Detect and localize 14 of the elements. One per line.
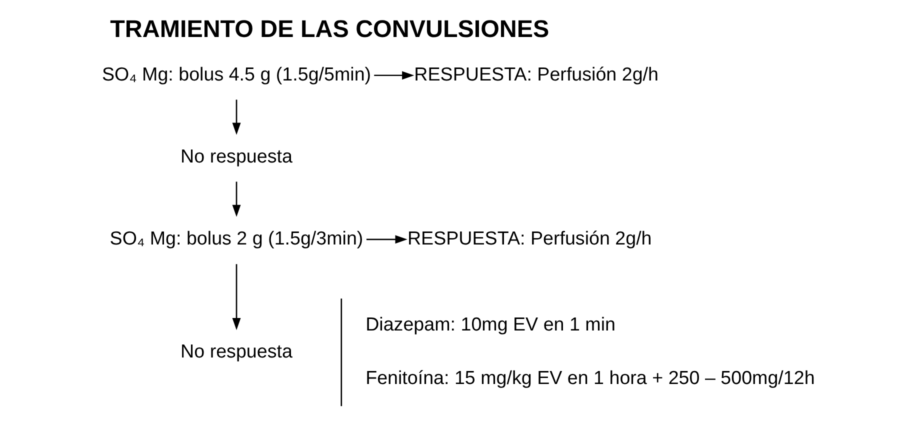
node-text: RESPUESTA: Perfusión 2g/h xyxy=(406,227,652,248)
label: Diazepam: 10mg EV en 1 min xyxy=(365,313,616,334)
node-text: No respuesta xyxy=(180,145,292,166)
node-text: SO₄ Mg: bolus 2 g (1.5g/3min) xyxy=(109,227,363,248)
node-text: SO₄ Mg: bolus 4.5 g (1.5g/5min) xyxy=(101,63,371,84)
node-text: RESPUESTA: Perfusión 2g/h xyxy=(414,63,658,84)
diagram-title: TRAMIENTO DE LAS CONVULSIONES xyxy=(110,16,549,43)
arrow xyxy=(232,264,240,330)
label: Fenitoína: 15 mg/kg EV en 1 hora + 250 – 500mg/12h xyxy=(365,367,814,388)
arrow xyxy=(366,235,407,244)
arrow xyxy=(374,71,414,80)
arrow xyxy=(232,182,240,217)
arrow xyxy=(232,100,240,135)
node-text: No respuesta xyxy=(180,340,292,362)
